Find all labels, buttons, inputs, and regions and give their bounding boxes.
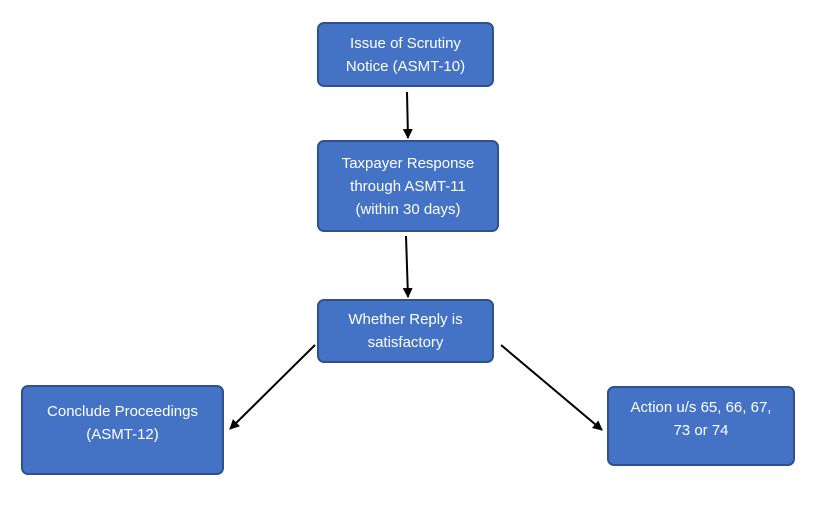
node-label-line: Taxpayer Response bbox=[341, 154, 475, 172]
node-label-line: (ASMT-12) bbox=[86, 426, 159, 443]
node-label-line: Conclude Proceedings bbox=[47, 403, 198, 420]
node-label-line: through ASMT-11 bbox=[350, 177, 466, 195]
node-conclude-proceedings: Conclude Proceedings (ASMT-12) bbox=[21, 385, 224, 475]
node-label-line: Notice (ASMT-10) bbox=[345, 57, 466, 75]
node-label-line: satisfactory bbox=[367, 334, 444, 351]
node-issue-of-scrutiny-notice: Issue of Scrutiny Notice (ASMT-10) bbox=[317, 22, 494, 87]
arrow-decision-to-action bbox=[500, 344, 603, 431]
arrow-decision-to-conclude bbox=[229, 344, 316, 430]
node-text: Whether Reply is satisfactory bbox=[348, 308, 462, 354]
node-text: Taxpayer Response through ASMT-11 (withi… bbox=[342, 152, 475, 221]
node-whether-reply-satisfactory: Whether Reply is satisfactory bbox=[317, 299, 494, 363]
node-action-under-sections: Action u/s 65, 66, 67, 73 or 74 bbox=[607, 386, 795, 466]
node-label-line: (within 30 days) bbox=[355, 200, 461, 218]
node-taxpayer-response: Taxpayer Response through ASMT-11 (withi… bbox=[317, 140, 499, 232]
arrow-notice-to-response bbox=[402, 91, 413, 139]
node-text: Conclude Proceedings (ASMT-12) bbox=[47, 400, 198, 446]
node-text: Issue of Scrutiny Notice (ASMT-10) bbox=[346, 32, 465, 78]
node-label-line: Action u/s 65, 66, 67, bbox=[630, 399, 772, 416]
node-text: Action u/s 65, 66, 67, 73 or 74 bbox=[631, 396, 772, 442]
node-label-line: Whether Reply is bbox=[348, 311, 463, 328]
node-label-line: 73 or 74 bbox=[673, 422, 729, 439]
node-label-line: Issue of Scrutiny bbox=[350, 34, 461, 52]
arrow-response-to-decision bbox=[402, 235, 413, 298]
